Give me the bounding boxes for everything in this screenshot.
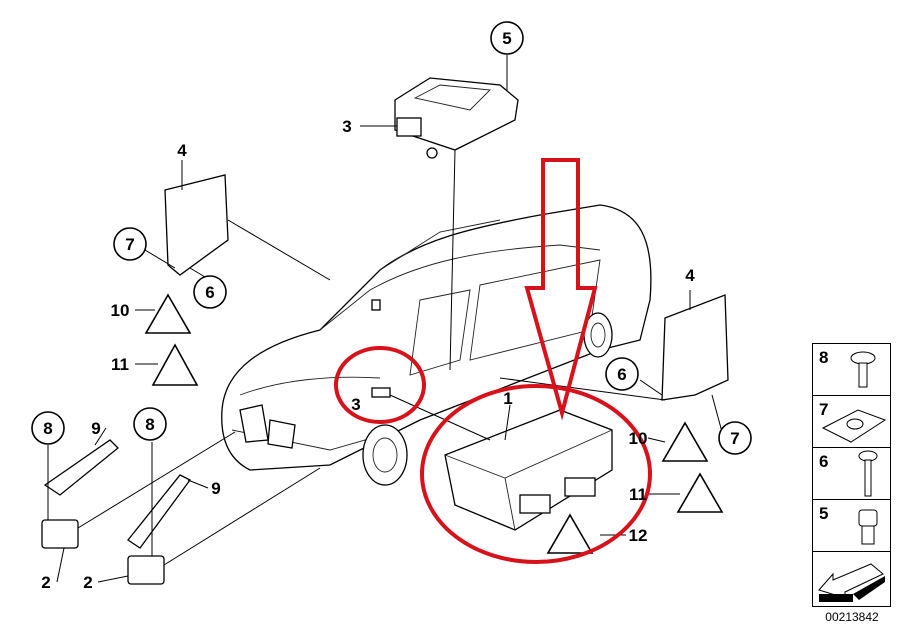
- legend-number: 7: [819, 400, 829, 419]
- callout-10: 10: [111, 301, 130, 320]
- callout-2: 2: [83, 573, 92, 592]
- callout-3: 3: [351, 395, 360, 414]
- callout-10: 10: [629, 429, 648, 448]
- legend-item: 6: [813, 448, 890, 500]
- clip-nut-icon: [821, 409, 887, 443]
- callout-1: 1: [503, 389, 512, 408]
- triangle-icon: [546, 513, 594, 554]
- callout-2: 2: [41, 573, 50, 592]
- bracket-right: [661, 294, 729, 401]
- callout-9: 9: [91, 419, 100, 438]
- legend-number: 8: [819, 348, 829, 367]
- callout-circles: [31, 21, 752, 455]
- callout-6: 6: [617, 365, 626, 384]
- bracket-9-right: [127, 474, 191, 549]
- triangle-icon: [151, 343, 199, 386]
- legend-item: 5: [813, 500, 890, 552]
- screw-washer-icon: [850, 351, 876, 388]
- sensor-right: [127, 555, 165, 585]
- legend-number: 6: [819, 452, 829, 471]
- red-arrow-icon: [524, 158, 598, 421]
- triangle-icon: [676, 472, 724, 513]
- callout-6: 6: [205, 283, 214, 302]
- arrow-icon: [818, 563, 885, 602]
- highlight-circle-large: [420, 384, 652, 564]
- control-unit: [444, 409, 613, 531]
- legend-number: 5: [819, 504, 829, 523]
- callout-9: 9: [211, 479, 220, 498]
- warning-triangles: [144, 293, 724, 554]
- fastener-legend: 8 7 6 5: [812, 343, 891, 607]
- callout-12: 12: [629, 526, 648, 545]
- callout-11: 11: [111, 355, 129, 374]
- triangle-icon: [661, 421, 709, 462]
- callout-8: 8: [43, 419, 52, 438]
- callout-4: 4: [685, 266, 695, 285]
- callout-3: 3: [342, 117, 351, 136]
- callout-8: 8: [145, 415, 154, 434]
- sensor-left: [41, 519, 79, 549]
- hex-bolt-icon: [858, 509, 878, 545]
- callout-7: 7: [730, 429, 739, 448]
- red-highlight: [334, 158, 652, 564]
- highlight-circle-small: [334, 346, 426, 424]
- legend-arrow: [813, 552, 890, 604]
- callout-4: 4: [177, 141, 187, 160]
- document-number: 00213842: [825, 610, 879, 624]
- legend-item: 7: [813, 396, 890, 448]
- triangle-icon: [144, 293, 192, 334]
- screw-icon: [858, 450, 878, 497]
- bracket-left: [164, 174, 229, 276]
- callout-11: 11: [629, 485, 647, 504]
- bracket-9-left: [43, 439, 119, 496]
- legend-item: 8: [813, 344, 890, 396]
- callout-5: 5: [502, 29, 511, 48]
- callout-7: 7: [125, 235, 134, 254]
- airbag-control-unit-top: [394, 77, 519, 159]
